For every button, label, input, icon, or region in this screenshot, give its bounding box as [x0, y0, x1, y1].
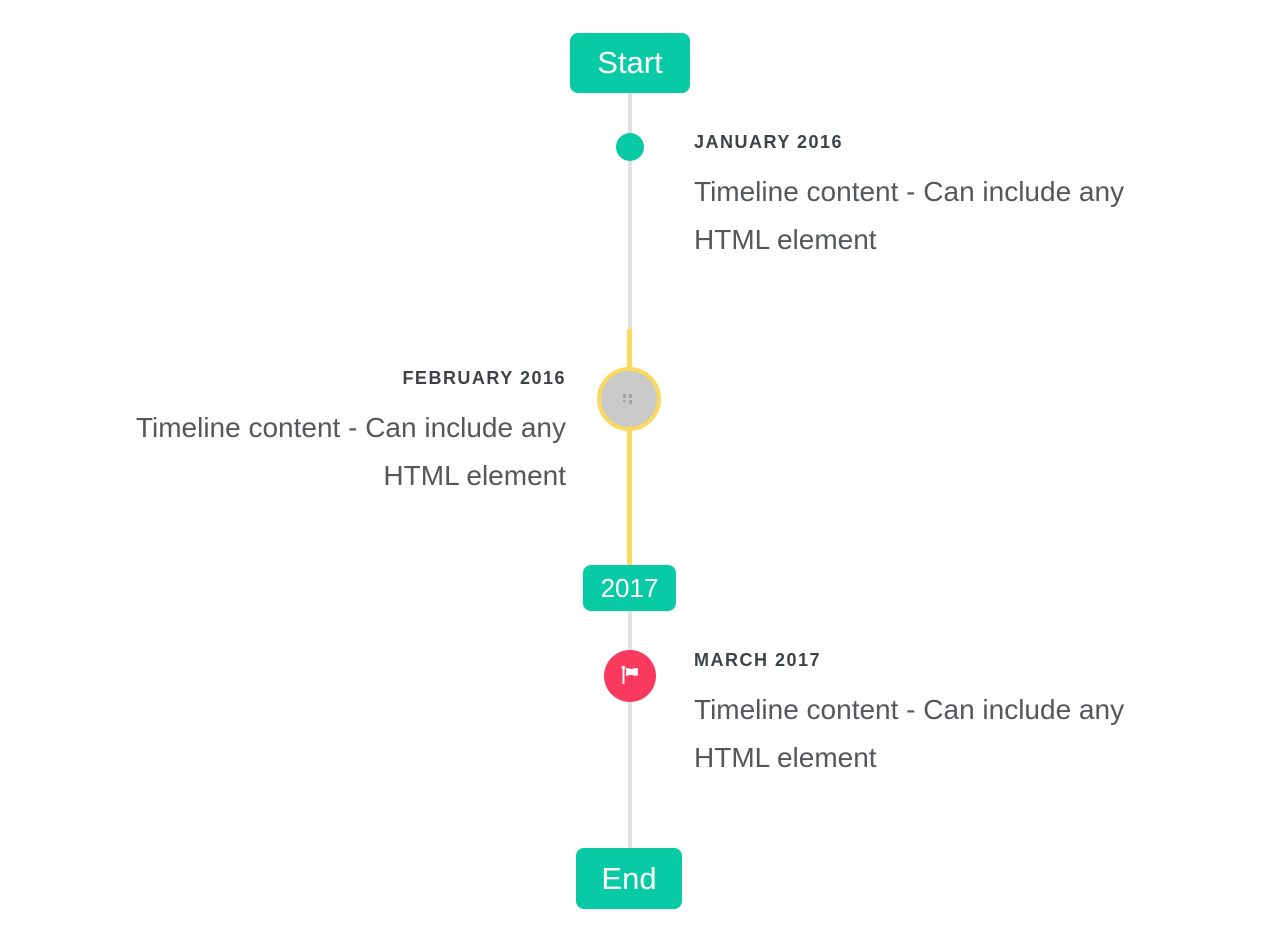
timeline-marker-image[interactable]: [597, 367, 661, 431]
item-content-line: Timeline content - Can include any: [694, 176, 1125, 207]
item-title: MARCH 2017: [694, 650, 822, 670]
item-title: JANUARY 2016: [694, 132, 844, 152]
item-content-line: HTML element: [694, 224, 877, 255]
item-content: Timeline content - Can include any HTML …: [6, 404, 566, 500]
timeline-end-label: End: [601, 860, 657, 896]
item-content: Timeline content - Can include any HTML …: [694, 168, 1254, 264]
timeline-marker-dot[interactable]: [616, 133, 644, 161]
item-content-line: Timeline content - Can include any: [694, 694, 1125, 725]
timeline-end-badge: End: [576, 848, 682, 909]
item-content-line: HTML element: [694, 742, 877, 773]
timeline-year-label: 2017: [600, 572, 659, 603]
item-content: Timeline content - Can include any HTML …: [694, 686, 1254, 782]
timeline-line-highlight: [627, 329, 632, 565]
item-content-line: HTML element: [383, 460, 566, 491]
item-title: FEBRUARY 2016: [402, 368, 566, 388]
timeline-start-label: Start: [597, 45, 663, 80]
timeline-year-badge: 2017: [583, 565, 676, 611]
timeline-item-january-2016: JANUARY 2016 Timeline content - Can incl…: [694, 132, 1254, 264]
timeline-item-march-2017: MARCH 2017 Timeline content - Can includ…: [694, 650, 1254, 782]
timeline-item-february-2016: FEBRUARY 2016 Timeline content - Can inc…: [6, 368, 566, 500]
timeline-start-badge: Start: [570, 33, 690, 93]
broken-image-icon: [623, 394, 632, 404]
flag-icon: [621, 665, 639, 685]
timeline-marker-flag[interactable]: [604, 650, 656, 702]
item-content-line: Timeline content - Can include any: [135, 412, 566, 443]
